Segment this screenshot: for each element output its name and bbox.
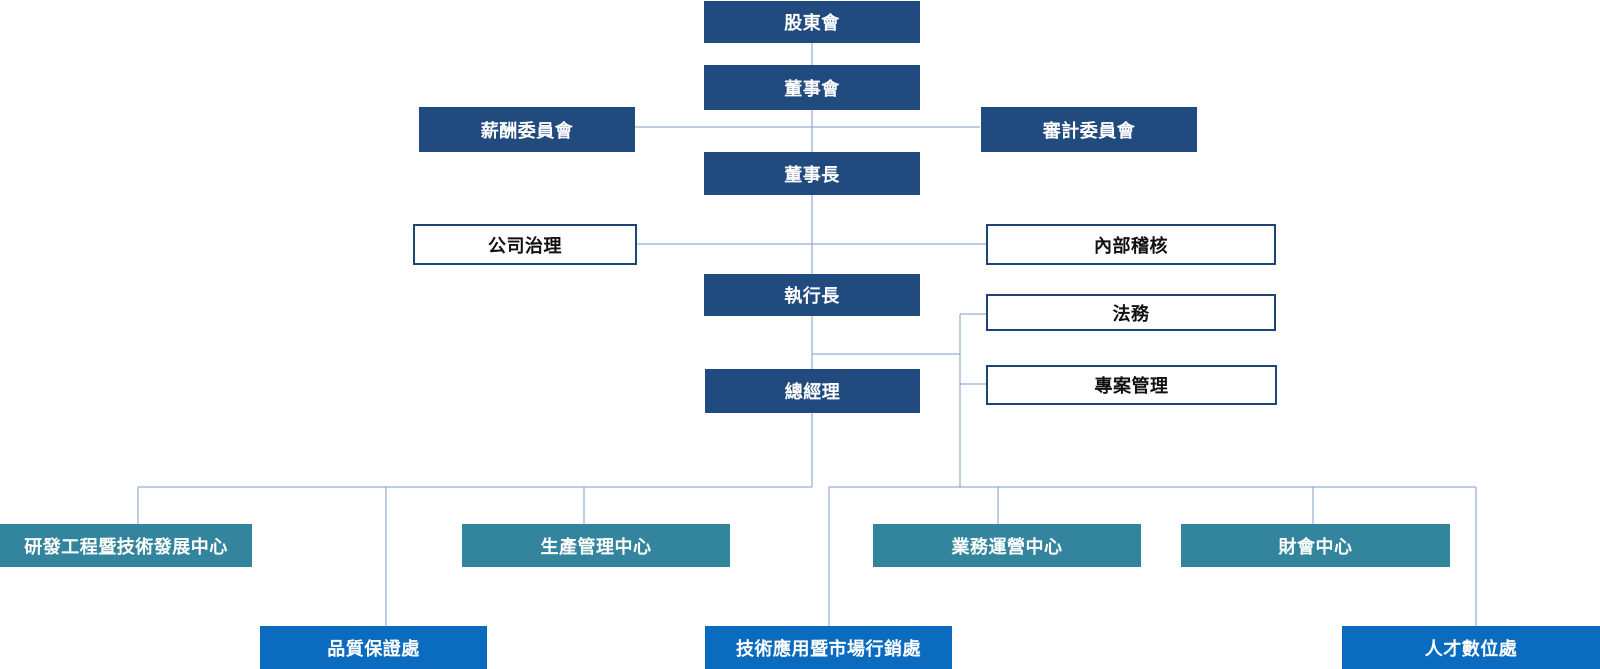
board-label: 董事會	[784, 78, 840, 100]
quality-dept-box: 品質保證處	[260, 626, 487, 669]
audit-committee-box: 審計委員會	[981, 107, 1197, 152]
board-box: 董事會	[704, 65, 920, 110]
quality-dept-label: 品質保證處	[327, 638, 420, 660]
project-management-label: 專案管理	[1094, 376, 1169, 397]
audit-committee-label: 審計委員會	[1042, 120, 1136, 142]
business-center-box: 業務運營中心	[873, 524, 1141, 567]
tech-marketing-dept-label: 技術應用暨市場行銷處	[736, 638, 921, 660]
chairman-box: 董事長	[704, 152, 920, 195]
legal-label: 法務	[1112, 303, 1150, 325]
production-center-box: 生產管理中心	[462, 524, 730, 567]
internal-audit-box: 內部稽核	[986, 224, 1276, 265]
ceo-box: 執行長	[704, 274, 920, 316]
business-center-label: 業務運營中心	[951, 536, 1063, 558]
corporate-governance-label: 公司治理	[488, 235, 562, 257]
shareholders-box: 股東會	[704, 1, 920, 43]
rd-center-box: 研發工程暨技術發展中心	[0, 524, 252, 567]
chairman-label: 董事長	[784, 164, 840, 186]
ceo-label: 執行長	[784, 286, 840, 307]
rd-center-label: 研發工程暨技術發展中心	[24, 536, 228, 558]
shareholders-label: 股東會	[784, 13, 840, 34]
general-manager-label: 總經理	[784, 382, 841, 403]
talent-dept-label: 人才數位處	[1424, 638, 1518, 660]
internal-audit-label: 內部稽核	[1094, 235, 1168, 257]
tech-marketing-dept-box: 技術應用暨市場行銷處	[705, 626, 952, 669]
general-manager-box: 總經理	[705, 369, 920, 413]
compensation-committee-box: 薪酬委員會	[419, 107, 635, 152]
compensation-committee-label: 薪酬委員會	[480, 120, 574, 142]
finance-center-label: 財會中心	[1278, 536, 1353, 558]
legal-box: 法務	[986, 294, 1276, 331]
corporate-governance-box: 公司治理	[413, 224, 637, 265]
finance-center-box: 財會中心	[1181, 524, 1450, 567]
talent-dept-box: 人才數位處	[1342, 626, 1600, 669]
production-center-label: 生產管理中心	[540, 536, 652, 558]
project-management-box: 專案管理	[986, 365, 1277, 405]
